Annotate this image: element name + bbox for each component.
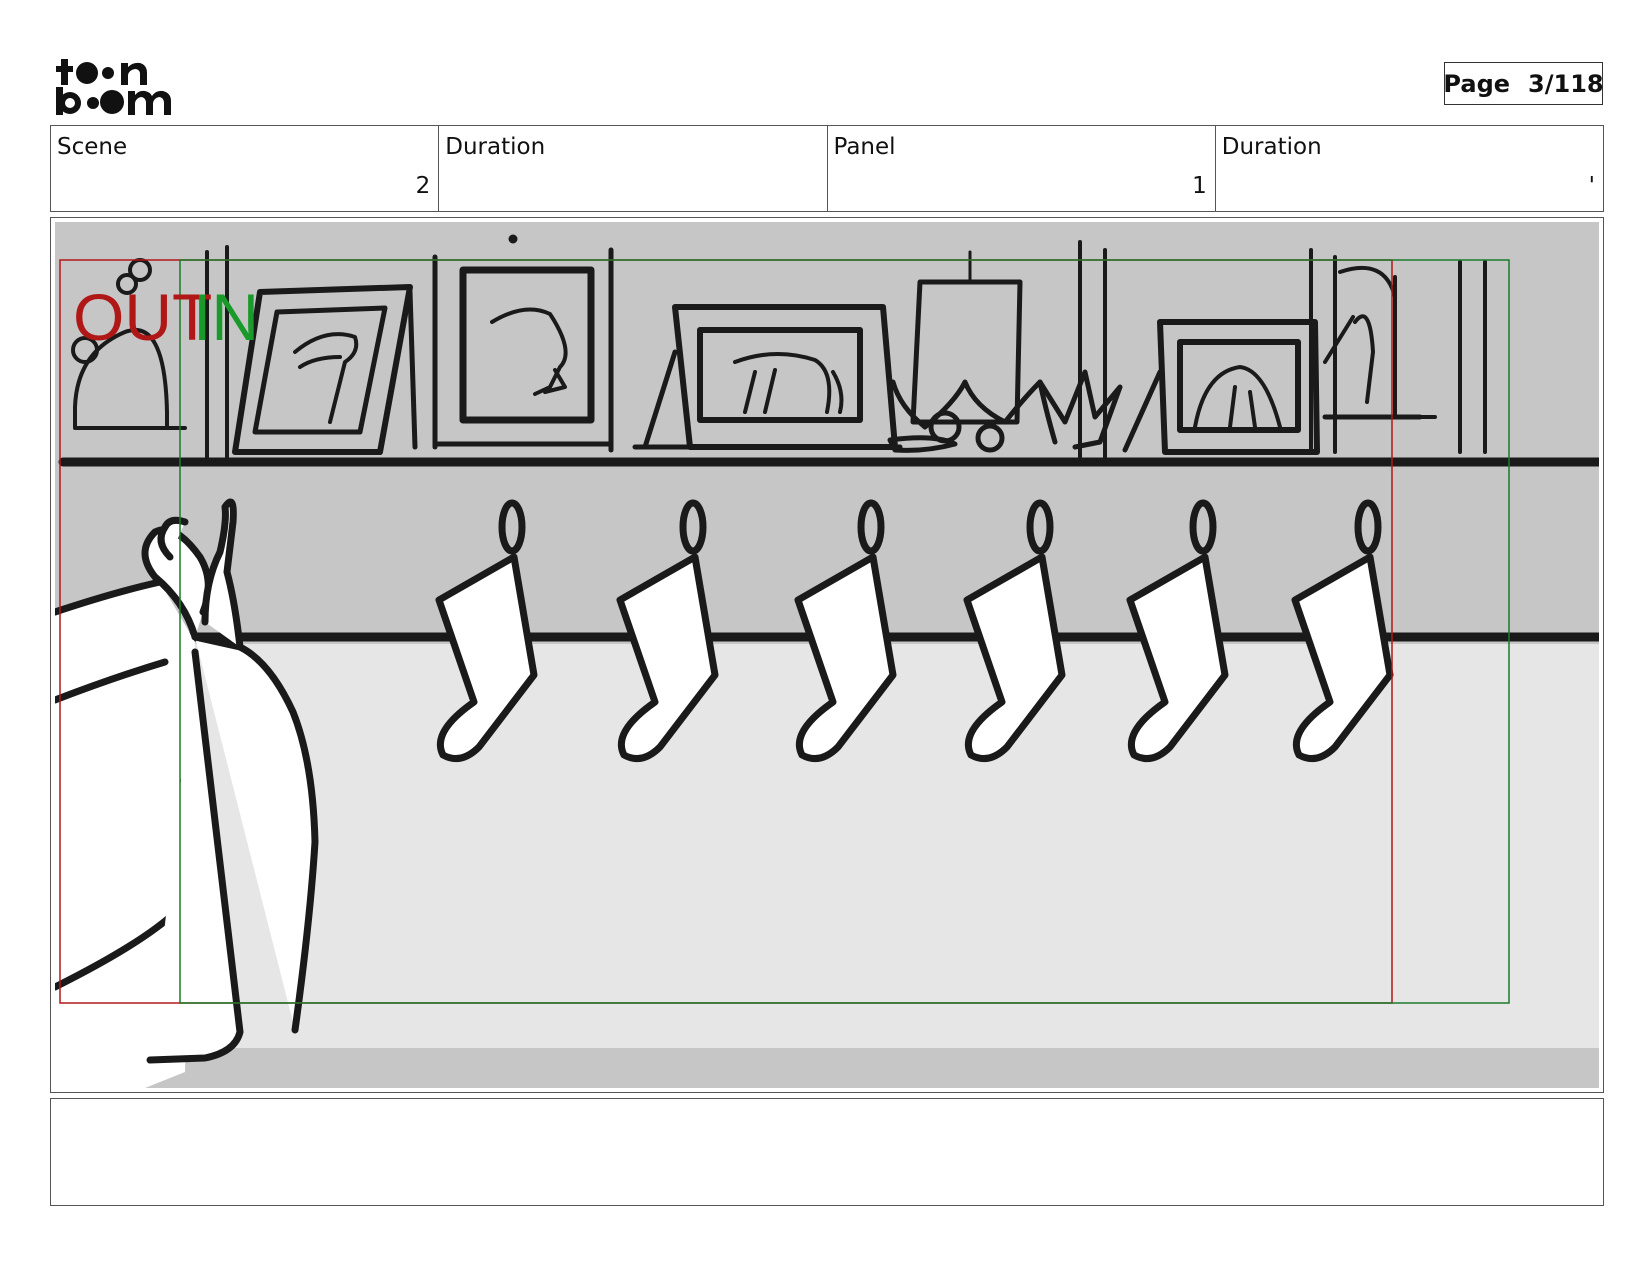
ornament-left [73,328,187,430]
panel-label: Panel [833,134,896,160]
storyboard-info-table: Scene 2 Duration Panel 1 Duration ' [50,125,1604,212]
in-frame-guide [179,259,1510,1004]
page-label: Page [1443,69,1511,98]
floor-band [55,1048,1599,1088]
panel-drawing: OUT IN [55,222,1599,1088]
picture-frame-4 [1157,319,1320,455]
page-indicator: Page 3/118 [1443,62,1604,105]
scene-label: Scene [57,134,128,160]
toonboom-logo [55,55,175,117]
page-number: 3/118 [1528,69,1604,98]
scene-duration-label: Duration [445,134,546,160]
panel-duration-label: Duration [1221,134,1322,160]
picture-frame-2 [459,266,595,424]
scene-value: 2 [415,173,431,199]
scene-duration-cell: Duration [439,126,828,211]
character-arms [55,498,319,1088]
scene-cell: Scene 2 [51,126,440,211]
panel-value: 1 [1192,173,1207,199]
panel-notes-area [50,1098,1604,1206]
out-label: OUT [73,280,212,354]
candle-box [910,279,1023,425]
panel-duration-cell: Duration ' [1216,126,1603,211]
stockings [435,499,1394,763]
panel-cell: Panel 1 [828,126,1216,211]
storyboard-panel: OUT IN [50,217,1604,1093]
panel-duration-value: ' [1588,173,1595,199]
picture-frame-1 [232,284,413,455]
in-label: IN [193,280,259,354]
